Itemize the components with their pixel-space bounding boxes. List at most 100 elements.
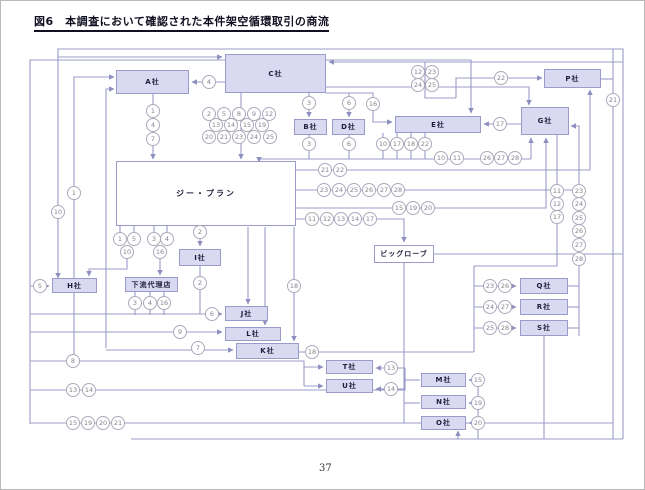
flow-number-circle: 7 [191, 341, 205, 355]
flow-number-circle: 4 [202, 75, 216, 89]
flow-number-circle: 1 [146, 104, 160, 118]
company-node-biglobe: ビッグローブ [374, 245, 434, 263]
flow-number-circle: 19 [255, 118, 269, 132]
flow-number-circle: 14 [82, 383, 96, 397]
company-node-q: Q社 [520, 278, 568, 294]
flow-number-circle: 5 [33, 279, 47, 293]
connector-line [73, 74, 115, 278]
flow-number-circle: 21 [111, 416, 125, 430]
flow-number-circle: 5 [127, 232, 141, 246]
flow-number-circle: 12 [411, 65, 425, 79]
flow-number-circle: 14 [224, 118, 238, 132]
flow-number-circle: 13 [209, 118, 223, 132]
flow-number-circle: 27 [494, 151, 508, 165]
flow-number-circle: 23 [483, 279, 497, 293]
flow-number-circle: 15 [392, 201, 406, 215]
flow-number-circle: 10 [376, 137, 390, 151]
flow-number-circle: 4 [143, 296, 157, 310]
flow-number-circle: 10 [120, 245, 134, 259]
flow-number-circle: 25 [347, 183, 361, 197]
flow-number-circle: 11 [550, 184, 564, 198]
flow-number-circle: 6 [205, 307, 219, 321]
flow-number-circle: 12 [550, 197, 564, 211]
flow-number-circle: 18 [404, 137, 418, 151]
flow-number-circle: 11 [305, 212, 319, 226]
flow-number-circle: 24 [247, 130, 261, 144]
flow-number-circle: 9 [247, 107, 261, 121]
flow-number-circle: 28 [498, 321, 512, 335]
flow-number-circle: 26 [362, 183, 376, 197]
flow-number-circle: 12 [262, 107, 276, 121]
company-node-r: R社 [520, 299, 568, 315]
company-node-m: M社 [421, 373, 466, 387]
flow-number-circle: 21 [606, 93, 620, 107]
flow-number-circle: 17 [493, 117, 507, 131]
flow-number-circle: 14 [348, 212, 362, 226]
flow-number-circle: 28 [508, 151, 522, 165]
flow-number-circle: 23 [317, 183, 331, 197]
company-node-e: E社 [395, 116, 481, 133]
figure-title: 図6 本調査において確認された本件架空循環取引の商流 [34, 13, 330, 32]
connector-line [55, 48, 624, 439]
flow-number-circle: 26 [498, 279, 512, 293]
connector-line [455, 75, 543, 98]
flow-number-circle: 3 [128, 296, 142, 310]
flow-number-circle: 4 [146, 118, 160, 132]
flow-number-circle: 25 [425, 78, 439, 92]
flow-number-circle: 3 [302, 137, 316, 151]
flow-number-circle: 10 [434, 151, 448, 165]
company-node-j: J社 [225, 306, 268, 321]
flow-number-circle: 26 [572, 224, 586, 238]
flow-number-circle: 18 [287, 279, 301, 293]
flow-number-circle: 22 [333, 163, 347, 177]
flow-number-circle: 18 [305, 345, 319, 359]
flow-number-circle: 1 [113, 232, 127, 246]
flow-number-circle: 2 [193, 225, 207, 239]
flow-number-circle: 24 [483, 300, 497, 314]
flow-number-circle: 23 [425, 65, 439, 79]
flow-number-circle: 2 [193, 276, 207, 290]
flow-number-circle: 15 [66, 416, 80, 430]
flow-number-circle: 20 [202, 130, 216, 144]
flow-number-circle: 20 [421, 201, 435, 215]
flow-number-circle: 27 [377, 183, 391, 197]
flow-number-circle: 21 [217, 130, 231, 144]
company-node-p: P社 [544, 69, 601, 88]
flow-number-circle: 22 [418, 137, 432, 151]
flow-number-circle: 25 [572, 211, 586, 225]
flow-number-circle: 7 [146, 132, 160, 146]
company-node-o: O社 [421, 416, 466, 430]
flow-number-circle: 24 [572, 197, 586, 211]
flow-number-circle: 9 [173, 325, 187, 339]
flow-number-circle: 19 [81, 416, 95, 430]
flow-number-circle: 4 [160, 232, 174, 246]
flow-number-circle: 25 [263, 130, 277, 144]
flow-number-circle: 23 [572, 184, 586, 198]
connector-line [326, 92, 393, 125]
flow-number-circle: 22 [494, 71, 508, 85]
connector-line [570, 123, 580, 336]
company-node-n: N社 [421, 395, 466, 409]
flow-number-circle: 11 [450, 151, 464, 165]
company-node-i: I社 [179, 249, 221, 266]
flow-number-circle: 16 [366, 97, 380, 111]
flow-number-circle: 13 [66, 383, 80, 397]
flow-number-circle: 17 [390, 137, 404, 151]
connector-line [30, 360, 305, 386]
company-node-g: G社 [521, 107, 569, 135]
flow-number-circle: 26 [480, 151, 494, 165]
flow-number-circle: 24 [332, 183, 346, 197]
flow-number-circle: 28 [391, 183, 405, 197]
page-number: 37 [319, 463, 332, 474]
flow-number-circle: 19 [471, 396, 485, 410]
flow-number-circle: 17 [363, 212, 377, 226]
company-node-a: A社 [116, 70, 189, 94]
company-node-t: T社 [326, 360, 373, 374]
flow-number-circle: 3 [302, 96, 316, 110]
flow-number-circle: 27 [498, 300, 512, 314]
flow-number-circle: 20 [471, 416, 485, 430]
company-node-k: K社 [236, 343, 299, 359]
flow-number-circle: 8 [232, 107, 246, 121]
flow-number-circle: 14 [384, 382, 398, 396]
